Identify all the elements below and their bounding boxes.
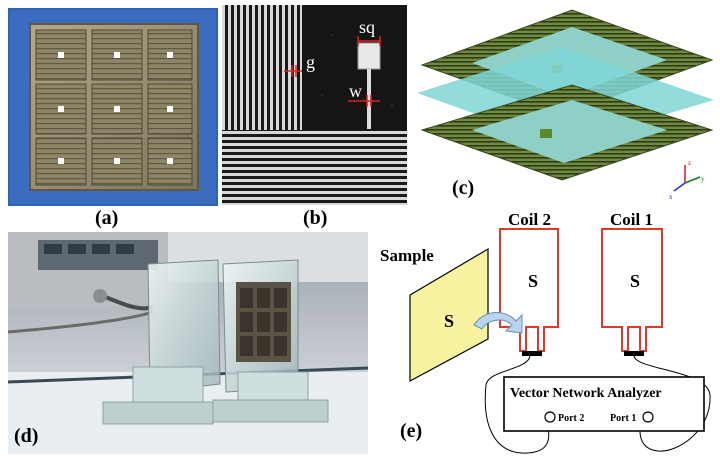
caption-b: (b) bbox=[303, 207, 328, 229]
axis-x-label: x bbox=[669, 193, 673, 201]
sample-label: Sample bbox=[380, 246, 434, 265]
rotation-arrow-icon bbox=[473, 312, 523, 334]
vna-box bbox=[503, 376, 705, 432]
axis-y-label: y bbox=[701, 175, 705, 183]
sample-s-label: S bbox=[444, 311, 454, 331]
w-label: w bbox=[349, 81, 362, 101]
caption-e: (e) bbox=[400, 420, 422, 442]
stacked-coil-model: z y x bbox=[417, 9, 714, 201]
sample-slab bbox=[409, 247, 489, 383]
sq-label: sq bbox=[359, 17, 375, 37]
caption-c: (c) bbox=[452, 177, 475, 199]
caption-a: (a) bbox=[95, 207, 119, 229]
port1-connector bbox=[642, 411, 654, 423]
coil1-shape bbox=[601, 228, 663, 352]
measurement-setup-photo bbox=[8, 232, 368, 454]
panel-a-photo bbox=[8, 8, 218, 206]
panel-e-schematic: Coil 2 Coil 1 Sample S S S Vector Networ… bbox=[378, 205, 718, 457]
panel-b-micrograph: sq g w bbox=[222, 5, 407, 205]
coil2-label: Coil 2 bbox=[508, 210, 551, 229]
metamaterial-plate-image bbox=[10, 10, 216, 204]
axis-z-label: z bbox=[688, 159, 691, 167]
cable-port2 bbox=[484, 355, 550, 454]
port2-connector bbox=[544, 411, 556, 423]
schematic-diagram: Coil 2 Coil 1 Sample S S S Vector Networ… bbox=[380, 210, 711, 454]
coil2-s-label: S bbox=[528, 271, 538, 291]
caption-d: (d) bbox=[14, 425, 39, 447]
panel-d-photo bbox=[8, 232, 368, 454]
vna-label: Vector Network Analyzer bbox=[510, 386, 662, 401]
port1-label: Port 1 bbox=[610, 413, 636, 424]
panel-c-3d-model: z y x bbox=[412, 5, 717, 205]
g-label: g bbox=[306, 52, 315, 72]
port2-label: Port 2 bbox=[558, 413, 584, 424]
coil1-s-label: S bbox=[630, 271, 640, 291]
coil1-label: Coil 1 bbox=[610, 210, 653, 229]
spiral-micrograph-image: sq g w bbox=[222, 5, 407, 205]
axis-triad-icon: z y x bbox=[669, 159, 705, 201]
